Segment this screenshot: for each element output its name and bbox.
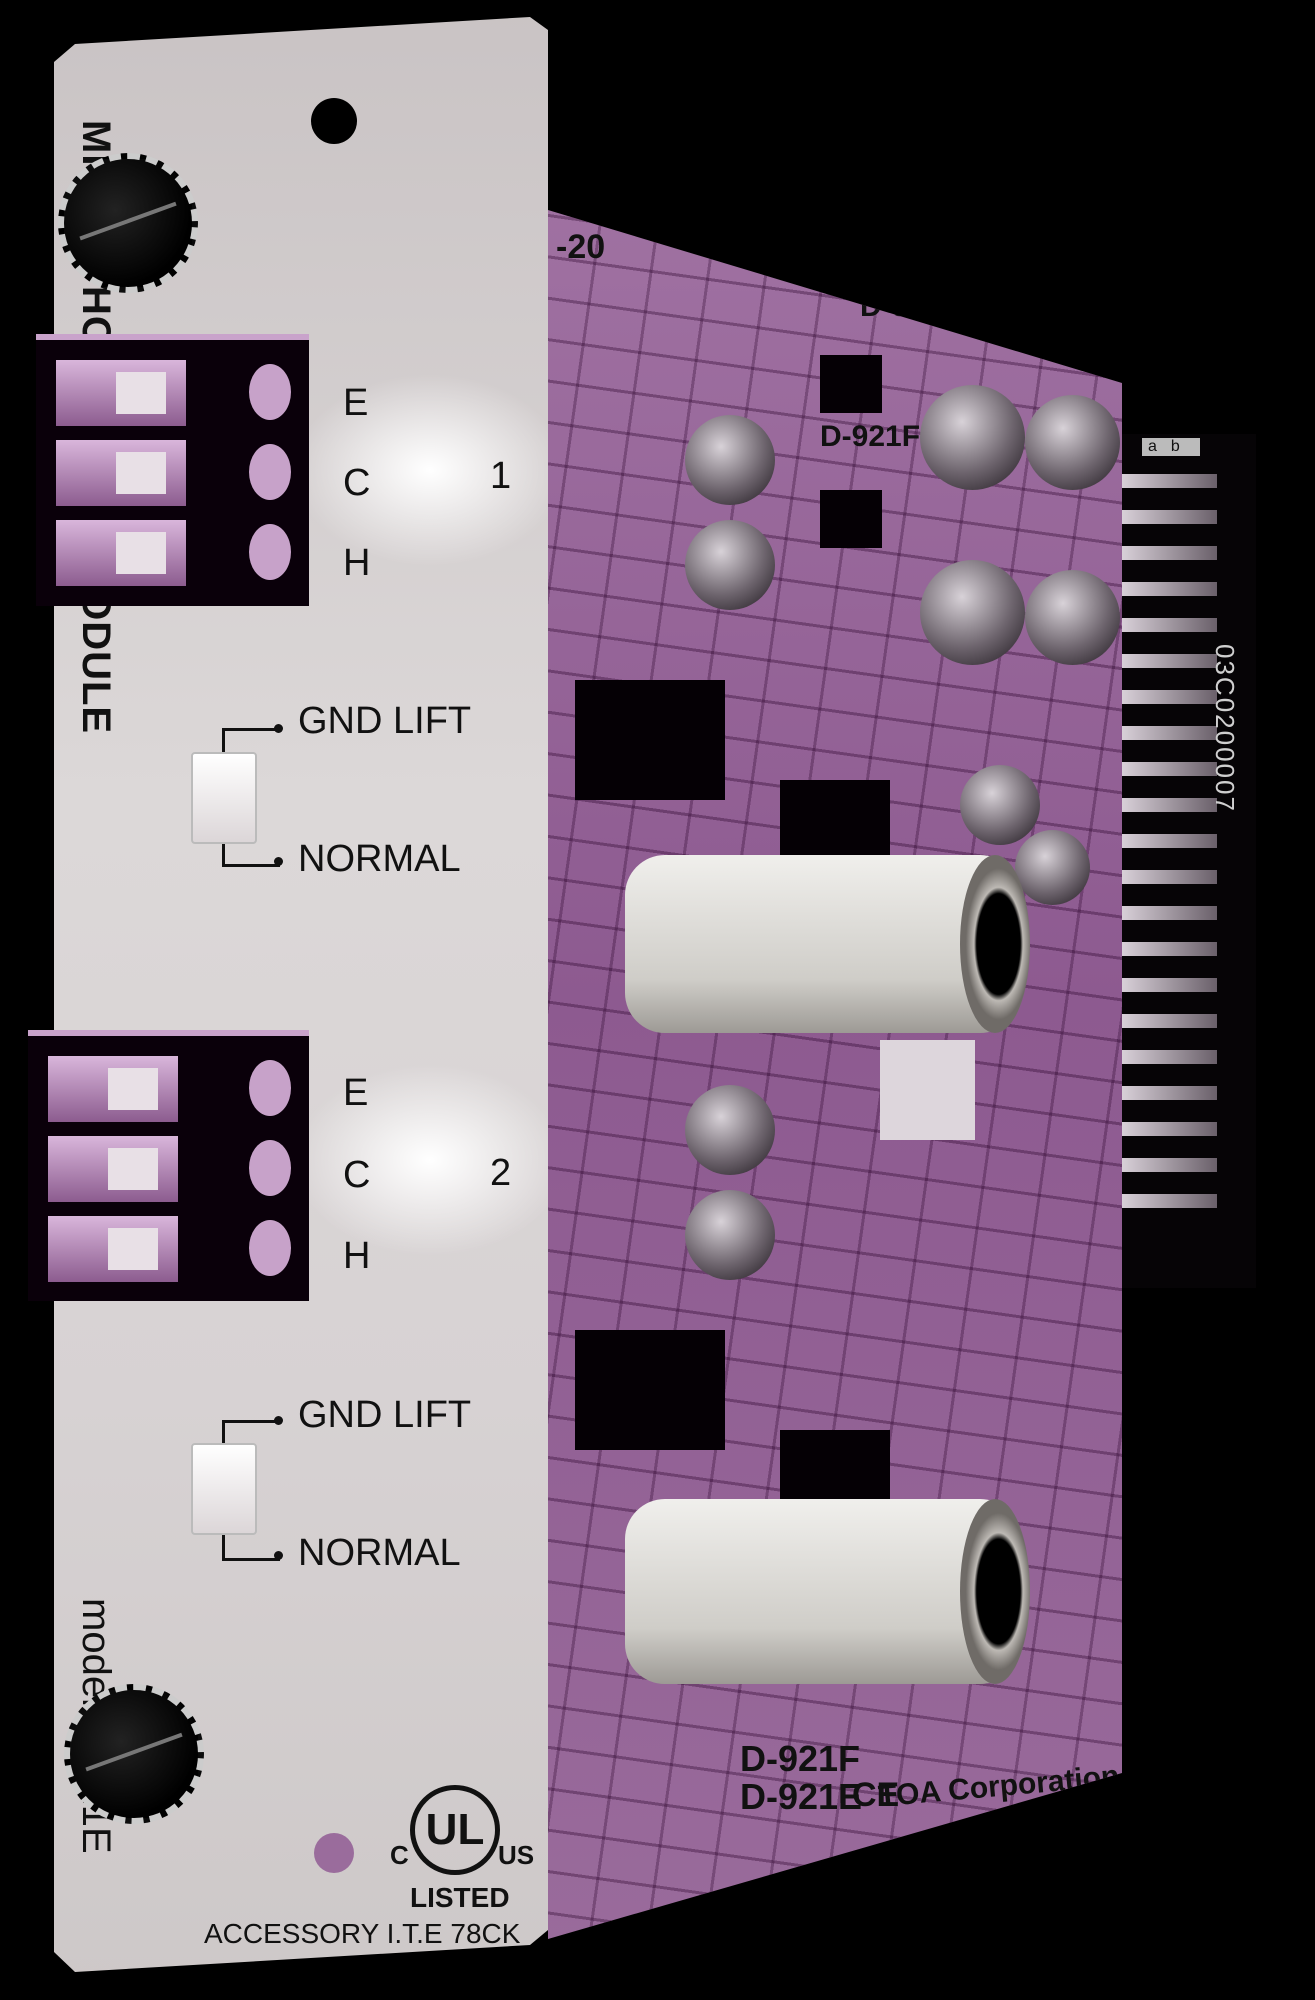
pcb-label: D-921E bbox=[860, 290, 962, 323]
switch-label: NORMAL bbox=[298, 1532, 461, 1574]
edge-connector: ab 03C0200007 bbox=[1122, 434, 1256, 1288]
switch-label: GND LIFT bbox=[298, 1394, 472, 1436]
capacitor bbox=[685, 415, 775, 505]
capacitor bbox=[920, 385, 1025, 490]
ic-chip bbox=[820, 490, 882, 548]
capacitor bbox=[685, 520, 775, 610]
terminal-label: E bbox=[343, 1072, 369, 1114]
ce-mark: CE bbox=[852, 1776, 900, 1814]
terminal-label: C bbox=[343, 462, 371, 504]
ul-listed: LISTED bbox=[410, 1882, 510, 1913]
large-capacitor bbox=[625, 1499, 1030, 1684]
mounting-hole bbox=[314, 1833, 354, 1873]
ul-c: C bbox=[390, 1840, 409, 1870]
pcb-label: D-921F bbox=[820, 420, 921, 453]
capacitor bbox=[960, 765, 1040, 845]
ul-logo: UL bbox=[410, 1785, 500, 1875]
pcb-label: D-921E bbox=[740, 1776, 863, 1817]
manufacturer-label: TOA Corporation bbox=[876, 1759, 1121, 1814]
connector-code: 03C0200007 bbox=[1210, 644, 1240, 813]
row-label: a bbox=[1148, 438, 1171, 455]
pcb-code: -20 bbox=[556, 228, 606, 266]
capacitor bbox=[1015, 830, 1090, 905]
ic-chip bbox=[780, 780, 890, 860]
row-label: b bbox=[1170, 438, 1194, 455]
terminal-block[interactable] bbox=[36, 334, 309, 606]
switch-label: GND LIFT bbox=[298, 700, 472, 742]
thumb-screw[interactable] bbox=[58, 153, 198, 293]
pcb-label: D-921F bbox=[740, 1738, 861, 1779]
capacitor bbox=[685, 1085, 775, 1175]
switch-label: NORMAL bbox=[298, 838, 461, 880]
thumb-screw[interactable] bbox=[64, 1684, 204, 1824]
terminal-block[interactable] bbox=[28, 1030, 309, 1301]
bracket-dot bbox=[274, 724, 283, 733]
terminal-label: E bbox=[343, 382, 369, 424]
channel-number: 2 bbox=[490, 1152, 512, 1194]
mounting-hole bbox=[311, 98, 357, 144]
ic-chip bbox=[575, 680, 725, 800]
ul-us: US bbox=[498, 1840, 535, 1870]
bracket-dot bbox=[274, 1551, 283, 1560]
gnd-lift-switch[interactable] bbox=[191, 752, 257, 844]
terminal-label: H bbox=[343, 542, 371, 584]
bracket-dot bbox=[274, 857, 283, 866]
accessory-label: ACCESSORY I.T.E 78CK bbox=[204, 1918, 521, 1949]
bracket-dot bbox=[274, 1416, 283, 1425]
ic-chip bbox=[780, 1430, 890, 1510]
gnd-lift-switch[interactable] bbox=[191, 1443, 257, 1535]
terminal-label: H bbox=[343, 1235, 371, 1277]
capacitor bbox=[1025, 395, 1120, 490]
ic-chip bbox=[880, 1040, 975, 1140]
channel-number: 1 bbox=[490, 455, 512, 497]
capacitor bbox=[685, 1190, 775, 1280]
terminal-label: C bbox=[343, 1154, 371, 1196]
large-capacitor bbox=[625, 855, 1030, 1033]
capacitor bbox=[920, 560, 1025, 665]
ic-chip bbox=[575, 1330, 725, 1450]
ic-chip bbox=[820, 355, 882, 413]
capacitor bbox=[1025, 570, 1120, 665]
